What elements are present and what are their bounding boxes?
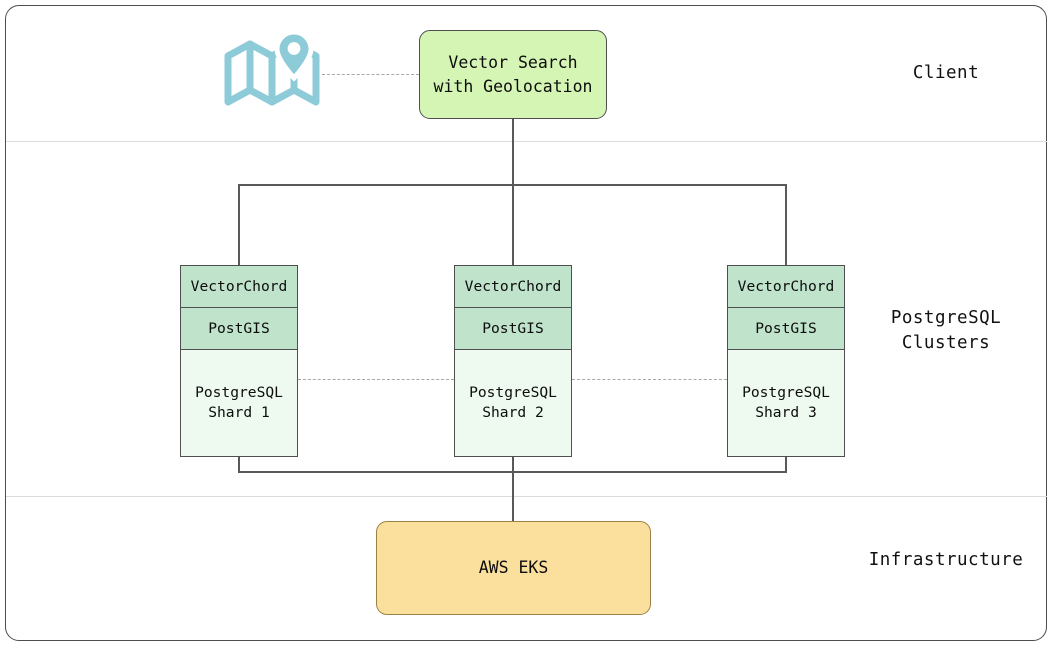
map-location-icon (222, 26, 322, 120)
lane-label-client: Client (912, 63, 980, 83)
node-aws-eks[interactable]: AWS EKS (376, 521, 651, 615)
cluster-shard-1-extension-postgis: PostGIS (181, 308, 297, 350)
cluster-shard-1-extension-vectorchord: VectorChord (181, 266, 297, 308)
cluster-shard-3-extension-vectorchord: VectorChord (728, 266, 844, 308)
connector-bus-to-shard-3 (785, 184, 787, 266)
connector-bus-to-shard-1 (238, 184, 240, 266)
lane-label-infrastructure: Infrastructure (868, 550, 1024, 570)
cluster-shard-3-body: PostgreSQL Shard 3 (728, 350, 844, 456)
cluster-shard-1-body: PostgreSQL Shard 1 (181, 350, 297, 456)
lane-label-postgresql-clusters: PostgreSQL Clusters (890, 308, 1002, 353)
connector-shard-2-to-shard-3 (572, 379, 727, 380)
connector-client-to-bus (512, 119, 514, 185)
cluster-shard-3[interactable]: VectorChord PostGIS PostgreSQL Shard 3 (727, 265, 845, 457)
lane-divider-client-clusters (6, 141, 1047, 142)
cluster-shard-2-extension-postgis: PostGIS (455, 308, 571, 350)
cluster-shard-3-extension-postgis: PostGIS (728, 308, 844, 350)
cluster-shard-1[interactable]: VectorChord PostGIS PostgreSQL Shard 1 (180, 265, 298, 457)
node-vector-search-label: Vector Search with Geolocation (433, 52, 593, 96)
node-vector-search-with-geolocation[interactable]: Vector Search with Geolocation (419, 30, 607, 119)
lane-divider-clusters-infrastructure (6, 496, 1047, 497)
cluster-shard-2-extension-vectorchord: VectorChord (455, 266, 571, 308)
node-aws-eks-label: AWS EKS (478, 558, 549, 577)
connector-shard-1-to-bottom-bus (238, 457, 240, 472)
connector-bus-to-aws-eks (512, 457, 514, 522)
connector-map-to-vector-search (322, 74, 419, 75)
cluster-shard-2-body: PostgreSQL Shard 2 (455, 350, 571, 456)
connector-bus-to-shard-2 (512, 184, 514, 266)
connector-shard-3-to-bottom-bus (785, 457, 787, 472)
connector-shard-1-to-shard-2 (298, 379, 454, 380)
cluster-shard-2[interactable]: VectorChord PostGIS PostgreSQL Shard 2 (454, 265, 572, 457)
